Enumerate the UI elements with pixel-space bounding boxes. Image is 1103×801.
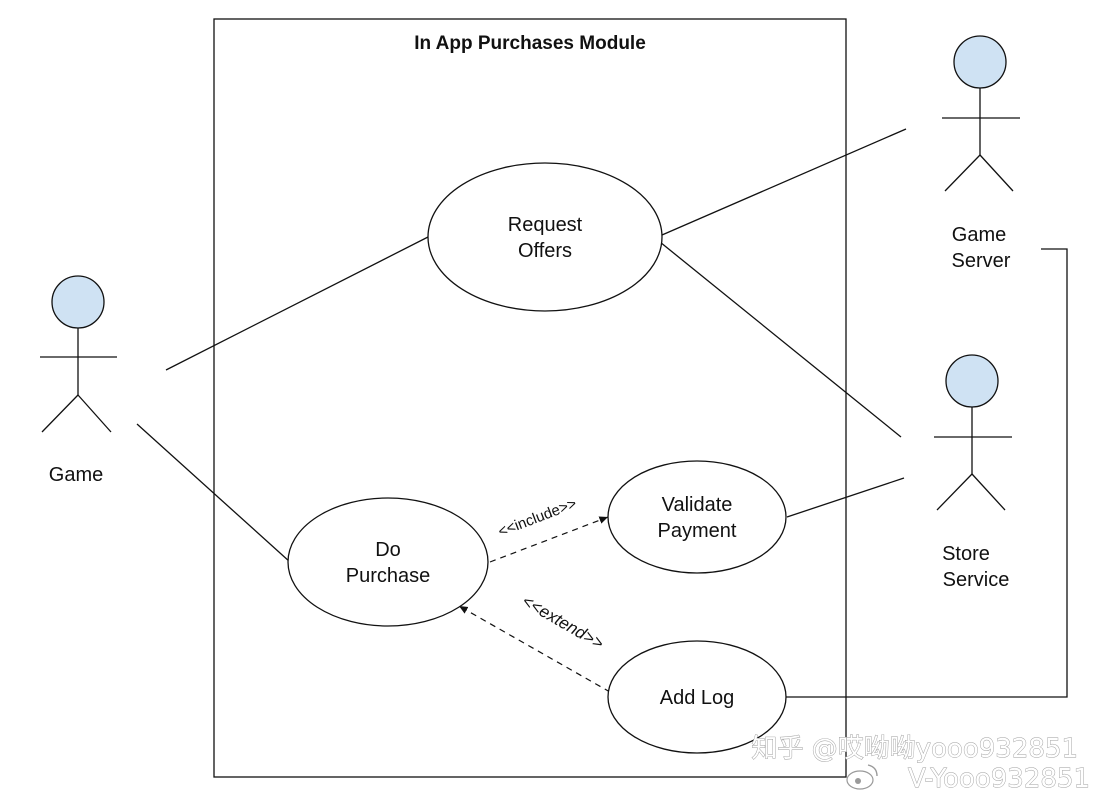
assoc-validate-payment-store-service [786,477,905,518]
actor-game[interactable]: Game [40,275,117,486]
assoc-game-do-purchase [136,423,291,563]
extend-label: <<extend>> [519,591,607,653]
weibo-logo-icon [846,764,878,790]
use-case-validate-payment[interactable]: Validate Payment [607,460,787,574]
include-label: <<include>> [496,495,579,541]
assoc-game-request-offers [165,236,429,371]
use-case-request-offers[interactable]: Request Offers [427,162,663,312]
use-case-add-log[interactable]: Add Log [607,640,787,754]
use-case-label-line: Add Log [660,687,735,709]
actor-store-service[interactable]: Store Service [934,354,1012,591]
watermark-line-1: 知乎 @哎呦呦yooo932851 [751,734,1078,764]
actor-label: Game [952,224,1006,246]
actor-head [51,275,105,329]
system-boundary [213,18,847,778]
actor-label: Service [943,569,1010,591]
use-case-label-line: Request [508,214,583,236]
use-case-label-line: Validate [662,494,733,516]
assoc-add-log-game-server [786,248,1068,698]
use-case-label-line: Offers [518,240,572,262]
actor-label: Store [942,543,990,565]
assoc-request-offers-store-service [659,241,902,438]
actor-label: Game [49,464,103,486]
extend-arrow [458,605,611,693]
assoc-request-offers-game-server [661,128,907,236]
actor-label: Server [952,250,1011,272]
use-case-label-line: Payment [658,520,737,542]
actor-head [953,35,1007,89]
watermark-line-2: V-Yooo932851 [908,764,1090,794]
use-case-label-line: Purchase [346,565,431,587]
use-case-do-purchase[interactable]: Do Purchase [287,497,489,627]
actor-head [945,354,999,408]
system-title: In App Purchases Module [414,33,646,54]
actor-game-server[interactable]: Game Server [942,35,1020,272]
use-case-label-line: Do [375,539,401,561]
